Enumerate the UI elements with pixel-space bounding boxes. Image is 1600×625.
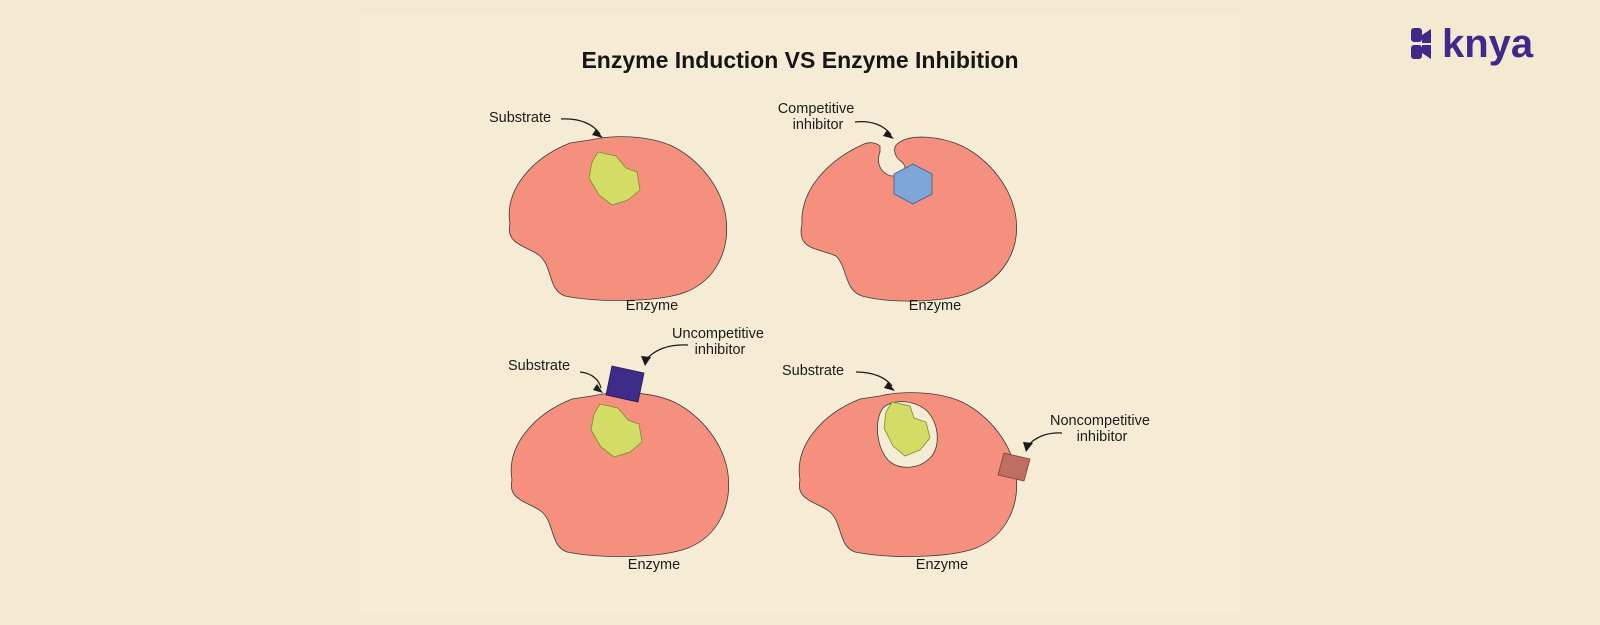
- substrate-arrow: [579, 371, 602, 389]
- panel-uncompetitive-inhibition: Substrate Uncompetitive inhibitor Enzyme: [508, 326, 768, 573]
- enzyme-shape: [510, 392, 730, 557]
- uncompetitive-inhibitor-arrow: [645, 344, 689, 361]
- panel-competitive-inhibition: Competitive inhibitor Enzyme: [778, 101, 1017, 314]
- noncompetitive-inhibitor-shape: [997, 452, 1031, 482]
- knya-logo: knya: [1411, 22, 1534, 66]
- uncompetitive-inhibitor-shape: [605, 365, 645, 403]
- enzyme-label: Enzyme: [916, 557, 968, 573]
- substrate-shape: [883, 401, 931, 457]
- enzyme-shape: [508, 136, 728, 301]
- arrow-head: [883, 130, 894, 139]
- enzyme-shape: [800, 136, 1017, 302]
- substrate-label: Substrate: [489, 110, 551, 126]
- panel-noncompetitive-inhibition: Substrate Noncompetitive inhibitor Enzym…: [782, 363, 1154, 573]
- substrate-arrow: [560, 118, 601, 135]
- substrate-arrow: [855, 371, 893, 387]
- competitive-inhibitor-label: Competitive inhibitor: [778, 101, 859, 133]
- uncompetitive-inhibitor-label: Uncompetitive inhibitor: [672, 326, 768, 358]
- diagram-panel: [360, 14, 1240, 614]
- noncompetitive-inhibitor-label: Noncompetitive inhibitor: [1050, 413, 1154, 445]
- arrow-head: [592, 129, 603, 138]
- substrate-label: Substrate: [782, 363, 844, 379]
- substrate-shape: [588, 151, 641, 206]
- diagram-title: Enzyme Induction VS Enzyme Inhibition: [581, 47, 1018, 73]
- arrow-head: [593, 384, 603, 393]
- enzyme-shape: [798, 392, 1018, 557]
- competitive-inhibitor-arrow: [854, 120, 892, 136]
- enzyme-label: Enzyme: [909, 298, 961, 314]
- enzyme-label: Enzyme: [628, 557, 680, 573]
- arrow-head: [641, 356, 651, 366]
- substrate-label: Substrate: [508, 358, 570, 374]
- arrow-head: [884, 382, 895, 391]
- enzyme-label: Enzyme: [626, 298, 678, 314]
- noncompetitive-inhibitor-arrow: [1027, 432, 1063, 447]
- panel-enzyme-substrate: Substrate Enzyme: [489, 110, 728, 314]
- competitive-inhibitor-shape: [893, 163, 933, 205]
- substrate-shape: [590, 403, 643, 458]
- knya-logo-wordmark: knya: [1442, 22, 1534, 66]
- knya-logo-mark-icon: [1411, 28, 1431, 59]
- arrow-head: [1023, 442, 1033, 452]
